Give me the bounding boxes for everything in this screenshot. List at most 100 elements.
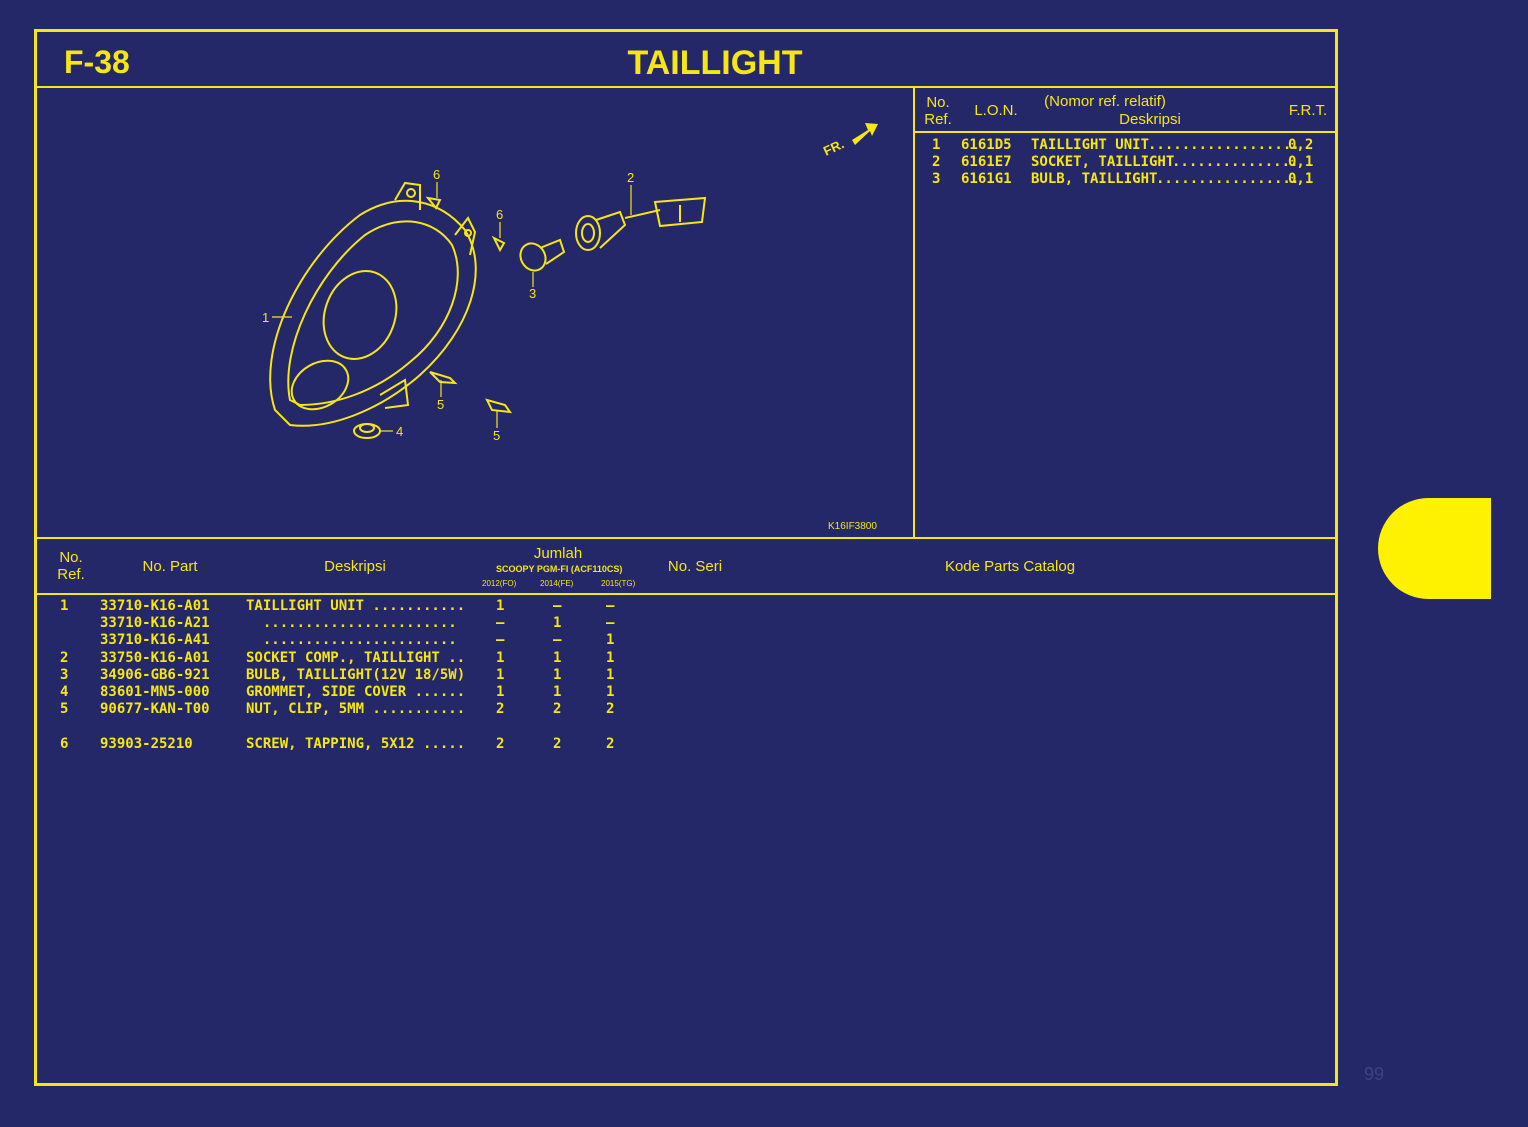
table-cell-part: 90677-KAN-T00 (100, 701, 210, 717)
callout-leaders (272, 182, 632, 432)
table-cell-desc: NUT, CLIP, 5MM ........... (246, 701, 466, 717)
lon-row-ref: 1 (932, 137, 941, 153)
table-cell-desc: SOCKET COMP., TAILLIGHT .. (246, 650, 466, 666)
parts-header-part: No. Part (142, 558, 198, 575)
table-cell-ref: 2 (60, 650, 69, 666)
parts-header-model: SCOOPY PGM-FI (ACF110CS) (496, 564, 623, 574)
table-cell-part: 33710-K16-A41 (100, 632, 210, 648)
table-cell-q2: 1 (553, 667, 562, 683)
lon-header-divider (915, 131, 1336, 133)
table-cell-desc: GROMMET, SIDE COVER ...... (246, 684, 466, 700)
table-cell-q2: 1 (553, 615, 562, 631)
parts-header-year-3: 2015(TG) (601, 579, 636, 588)
chapter-tab[interactable] (1378, 498, 1491, 599)
table-cell-q1: 1 (496, 667, 505, 683)
parts-header-seri: No. Seri (667, 558, 723, 575)
table-cell-q3: 1 (606, 667, 615, 683)
lon-row-lon: 6161G1 (961, 171, 1012, 187)
lon-header-no: No.Ref. (924, 94, 952, 128)
table-cell-q2: 2 (553, 736, 562, 752)
table-cell-q1: 1 (496, 684, 505, 700)
lon-row-frt: 0,2 (1288, 137, 1314, 153)
table-cell-desc: ....................... (246, 615, 457, 631)
table-cell-desc: SCREW, TAPPING, 5X12 ..... (246, 736, 466, 752)
lon-row-desc: BULB, TAILLIGHT (1031, 171, 1158, 187)
table-cell-ref: 6 (60, 736, 69, 752)
table-cell-q3: – (606, 615, 615, 631)
callout-5: 5 (493, 428, 500, 443)
screw-drawing (425, 196, 506, 253)
lon-row-leader: ............... (1172, 154, 1299, 170)
front-arrow-icon (852, 123, 878, 145)
table-cell-part: 33710-K16-A21 (100, 615, 210, 631)
table-cell-part: 33710-K16-A01 (100, 598, 210, 614)
lon-header-desc: Deskripsi (1119, 111, 1181, 128)
table-cell-part: 34906-GB6-921 (100, 667, 210, 683)
parts-header-year-2: 2014(FE) (540, 579, 574, 588)
table-cell-ref: 3 (60, 667, 69, 683)
parts-header-jumlah: Jumlah (533, 545, 583, 562)
callout-6: 6 (433, 167, 440, 182)
table-cell-q3: 1 (606, 684, 615, 700)
lon-row-ref: 2 (932, 154, 941, 170)
lon-header-nomor: (Nomor ref. relatif) (1044, 93, 1166, 110)
front-label: FR. (821, 136, 846, 158)
table-cell-q1: 2 (496, 701, 505, 717)
callout-6: 6 (496, 207, 503, 222)
lon-row-leader: .................. (1148, 137, 1300, 153)
lon-row-ref: 3 (932, 171, 941, 187)
header-divider (36, 86, 1336, 88)
table-cell-q3: 2 (606, 736, 615, 752)
lon-row-lon: 6161E7 (961, 154, 1012, 170)
lon-row-leader: ................. (1156, 171, 1300, 187)
page-title: TAILLIGHT (627, 44, 803, 82)
grommet-drawing (353, 423, 381, 439)
diagram-divider (913, 88, 915, 538)
section-divider (36, 537, 1336, 539)
callout-4: 4 (396, 424, 403, 439)
table-cell-q2: 1 (553, 684, 562, 700)
parts-header-desc: Deskripsi (324, 558, 386, 575)
lon-header-lon: L.O.N. (974, 102, 1018, 119)
table-cell-desc: ....................... (246, 632, 457, 648)
table-cell-q1: – (496, 615, 505, 631)
callout-5: 5 (437, 397, 444, 412)
table-cell-q3: 1 (606, 650, 615, 666)
page-frame (34, 29, 1338, 1086)
table-cell-desc: TAILLIGHT UNIT ........... (246, 598, 466, 614)
table-cell-ref: 5 (60, 701, 69, 717)
table-cell-desc: BULB, TAILLIGHT(12V 18/5W) (246, 667, 466, 683)
lon-header-frt: F.R.T. (1288, 102, 1328, 119)
lon-row-frt: 0,1 (1288, 171, 1314, 187)
page-number: 99 (1364, 1064, 1385, 1084)
table-cell-q2: 1 (553, 650, 562, 666)
table-cell-ref: 4 (60, 684, 69, 700)
table-cell-ref: 1 (60, 598, 69, 614)
table-cell-q2: – (553, 632, 562, 648)
table-cell-q1: 1 (496, 650, 505, 666)
table-cell-part: 33750-K16-A01 (100, 650, 210, 666)
lon-row-lon: 6161D5 (961, 137, 1012, 153)
section-code: F-38 (64, 44, 130, 80)
callout-1: 1 (262, 310, 269, 325)
nut-clip-drawing (429, 371, 513, 414)
parts-header-divider (36, 593, 1336, 595)
table-cell-q3: 1 (606, 632, 615, 648)
diagram-code: K16IF3800 (828, 521, 877, 532)
taillight-unit-drawing (269, 181, 477, 427)
table-cell-q3: – (606, 598, 615, 614)
table-cell-q1: 1 (496, 598, 505, 614)
parts-header-year-1: 2012(FO) (482, 579, 517, 588)
parts-header-kode: Kode Parts Catalog (944, 558, 1076, 575)
table-cell-q1: 2 (496, 736, 505, 752)
table-cell-q1: – (496, 632, 505, 648)
table-cell-part: 93903-25210 (100, 736, 193, 752)
table-cell-part: 83601-MN5-000 (100, 684, 210, 700)
table-cell-q2: 2 (553, 701, 562, 717)
lon-row-frt: 0,1 (1288, 154, 1314, 170)
callout-3: 3 (529, 286, 536, 301)
table-cell-q3: 2 (606, 701, 615, 717)
table-cell-q2: – (553, 598, 562, 614)
parts-header-noref: No.Ref. (57, 549, 85, 583)
